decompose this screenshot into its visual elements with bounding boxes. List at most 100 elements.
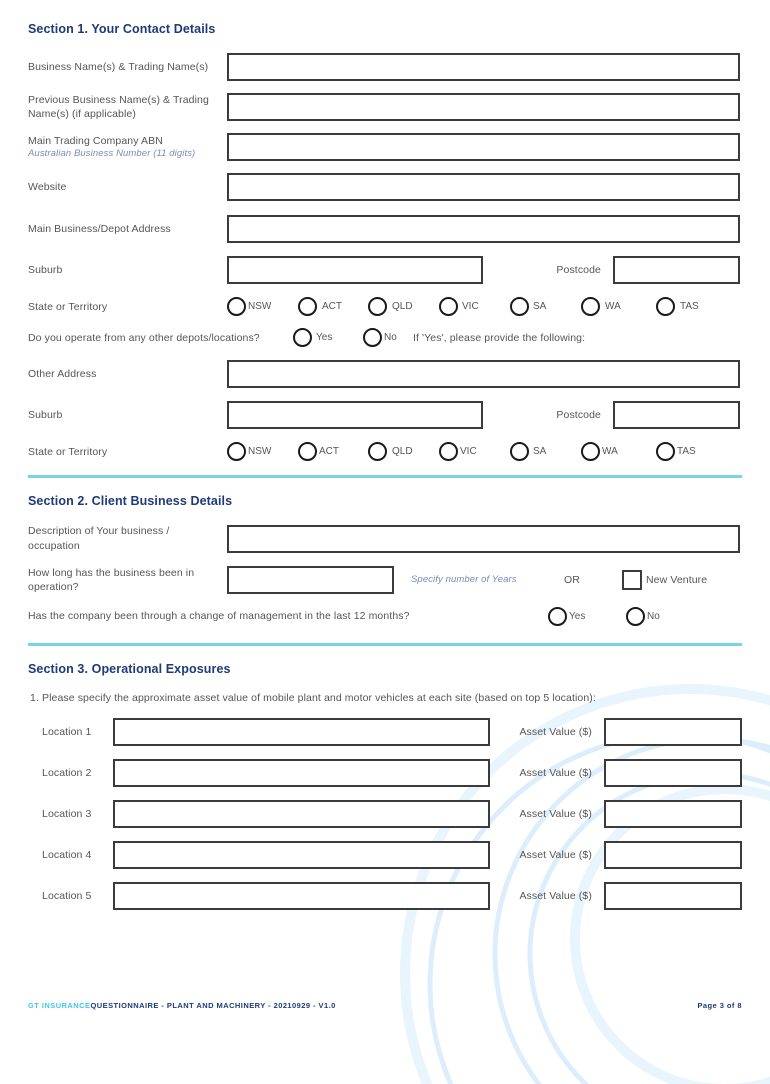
radio-other-state-tas[interactable]: TAS [656,442,696,462]
row-suburb-postcode: Suburb Postcode [28,256,742,285]
radio-state-qld[interactable]: QLD [368,297,439,317]
radio-circle-icon [548,607,567,627]
radio-label: No [647,611,660,623]
row-other-address: Other Address [28,360,742,389]
radio-circle-icon [227,297,246,317]
radio-label: WA [605,301,621,313]
label-location: Location 1 [42,726,92,739]
radio-circle-icon [363,328,382,348]
label-asset-value: Asset Value ($) [519,849,592,862]
label-asset-value: Asset Value ($) [519,726,592,739]
label-location: Location 5 [42,890,92,903]
radio-other-state-nsw[interactable]: NSW [227,442,298,462]
input-location-1[interactable] [112,718,491,747]
label-business-name: Business Name(s) & Trading Name(s) [28,60,209,73]
radio-circle-icon [510,442,529,462]
radio-other-state-qld[interactable]: QLD [368,442,439,462]
radio-circle-icon [510,297,529,317]
section-1-heading: Section 1. Your Contact Details [28,22,216,36]
section-3-question: 1. Please specify the approximate asset … [30,692,596,705]
radio-circle-icon [439,297,458,317]
row-business-description: Description of Your business / occupatio… [28,524,742,553]
row-main-address: Main Business/Depot Address [28,215,742,244]
input-location-4[interactable] [112,841,491,870]
radio-label: Yes [316,332,333,344]
radio-state-sa[interactable]: SA [510,297,581,317]
radio-label: TAS [677,446,696,458]
radio-other-state-sa[interactable]: SA [510,442,581,462]
radio-state-act[interactable]: ACT [298,297,368,317]
radio-label: QLD [392,301,413,313]
radio-label: ACT [322,301,342,313]
input-other-postcode[interactable] [613,401,740,430]
radio-other-depots-no[interactable]: No [363,328,413,348]
input-other-suburb[interactable] [227,401,483,430]
radio-state-nsw[interactable]: NSW [227,297,298,317]
input-asset-value-5[interactable] [603,882,742,911]
radio-circle-icon [368,442,387,462]
row-state-territory: State or Territory NSW ACT QLD VIC [28,297,742,317]
input-abn[interactable] [227,133,740,162]
input-other-address[interactable] [227,360,740,389]
radio-circle-icon [293,328,312,348]
radio-circle-icon [626,607,645,627]
radio-label: SA [533,446,547,458]
label-asset-value: Asset Value ($) [519,808,592,821]
input-asset-value-4[interactable] [603,841,742,870]
radio-label: WA [602,446,618,458]
radio-other-state-vic[interactable]: VIC [439,442,510,462]
footer-page-number: Page 3 of 8 [697,1001,742,1010]
row-business-name: Business Name(s) & Trading Name(s) [28,53,742,81]
table-row: Location 4 Asset Value ($) [28,841,742,870]
table-row: Location 1 Asset Value ($) [28,718,742,747]
label-website: Website [28,181,67,194]
radio-label: VIC [460,446,477,458]
label-asset-value: Asset Value ($) [519,890,592,903]
label-other-depots-question: Do you operate from any other depots/loc… [28,331,260,344]
row-website: Website [28,173,742,202]
radio-other-state-wa[interactable]: WA [581,442,656,462]
input-location-5[interactable] [112,882,491,911]
input-previous-business-name[interactable] [227,93,740,122]
input-asset-value-3[interactable] [603,800,742,829]
radio-state-vic[interactable]: VIC [439,297,510,317]
radio-label: SA [533,301,547,313]
radio-other-depots-yes[interactable]: Yes [293,328,363,348]
input-postcode[interactable] [613,256,740,285]
radio-other-state-act[interactable]: ACT [298,442,368,462]
input-asset-value-1[interactable] [603,718,742,747]
label-abn: Main Trading Company ABN [28,135,163,148]
label-abn-group: Main Trading Company ABN Australian Busi… [28,134,227,161]
input-location-3[interactable] [112,800,491,829]
radio-circle-icon [656,297,675,317]
radio-change-management-yes[interactable]: Yes [548,607,626,627]
checkbox-new-venture[interactable] [622,569,642,590]
radio-change-management-no[interactable]: No [626,607,660,627]
input-years-in-operation[interactable] [227,565,394,594]
label-other-address: Other Address [28,368,97,381]
label-years-in-operation: How long has the business been in operat… [28,566,195,593]
row-other-depots: Do you operate from any other depots/loc… [28,328,742,348]
label-other-suburb: Suburb [28,409,63,422]
label-location: Location 3 [42,808,92,821]
input-business-description[interactable] [227,524,740,553]
radio-label: VIC [462,301,479,313]
label-location: Location 2 [42,767,92,780]
row-other-state-territory: State or Territory NSW ACT QLD VIC [28,442,742,462]
input-location-2[interactable] [112,759,491,788]
input-business-name[interactable] [227,53,740,81]
radio-circle-icon [656,442,675,462]
radio-state-wa[interactable]: WA [581,297,656,317]
radio-label: QLD [392,446,413,458]
input-asset-value-2[interactable] [603,759,742,788]
radio-state-tas[interactable]: TAS [656,297,699,317]
radio-label: No [384,332,397,344]
radio-label: Yes [569,611,586,623]
radio-circle-icon [439,442,458,462]
input-suburb[interactable] [227,256,483,285]
input-website[interactable] [227,173,740,202]
hint-specify-years: Specify number of Years [411,573,517,585]
label-other-state-territory: State or Territory [28,445,108,458]
section-divider-2 [28,643,742,647]
input-main-address[interactable] [227,215,740,244]
